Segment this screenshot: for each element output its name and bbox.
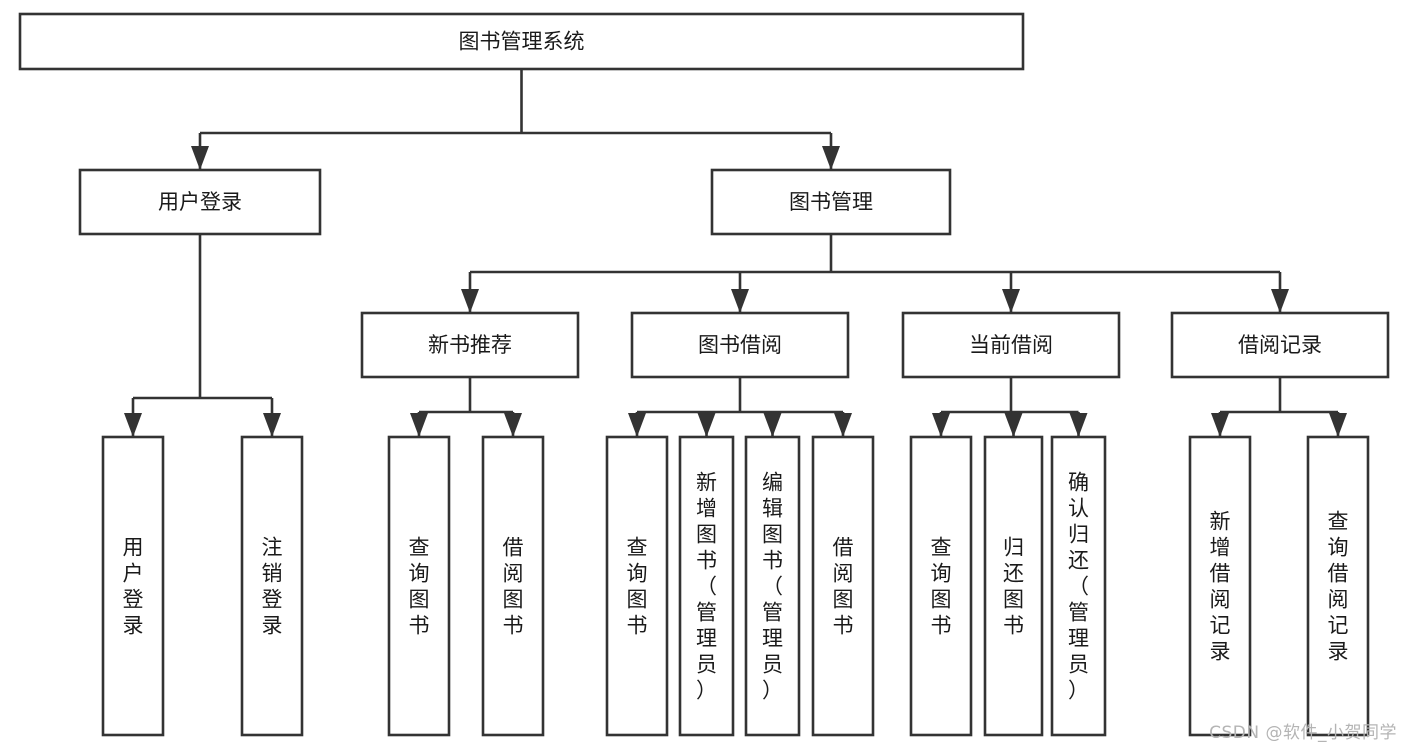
node-label: 用户登录: [123, 535, 144, 637]
node-label: 新增借阅记录: [1210, 509, 1231, 663]
node-leaf-query-record[interactable]: 查询借阅记录: [1306, 435, 1370, 737]
node-root[interactable]: 图书管理系统: [18, 12, 1025, 71]
node-label: 归还图书: [1003, 535, 1024, 637]
node-label: 查询借阅记录: [1328, 509, 1349, 663]
arrow-head-icon: [731, 289, 749, 313]
node-leaf-return-book[interactable]: 归还图书: [983, 435, 1044, 737]
arrow-head-icon: [191, 146, 209, 170]
node-label: 借阅图书: [833, 535, 854, 637]
arrow-head-icon: [504, 413, 522, 437]
arrow-head-icon: [763, 413, 782, 437]
node-book-manage[interactable]: 图书管理: [710, 168, 952, 236]
arrow-head-icon: [628, 413, 646, 437]
node-label: 用户登录: [158, 190, 242, 214]
node-box-outline: [909, 435, 973, 737]
node-box-outline: [811, 435, 875, 737]
node-label: 编辑图书（管理员）: [762, 470, 783, 702]
node-box-outline: [1188, 435, 1252, 737]
node-box-outline: [1050, 435, 1107, 737]
node-box-outline: [901, 311, 1121, 379]
arrow-head-icon: [1329, 413, 1347, 437]
node-box-outline: [1306, 435, 1370, 737]
arrow-head-icon: [1004, 413, 1023, 437]
node-label: 图书借阅: [698, 333, 782, 357]
node-label: 图书管理: [789, 190, 873, 214]
node-label: 查询图书: [409, 535, 430, 637]
node-label: 查询图书: [931, 535, 952, 637]
node-leaf-query-book-3[interactable]: 查询图书: [909, 435, 973, 737]
node-label: 新增图书（管理员）: [696, 470, 717, 702]
node-book-borrow[interactable]: 图书借阅: [630, 311, 850, 379]
node-box-outline: [630, 311, 850, 379]
node-box-outline: [1170, 311, 1390, 379]
arrow-head-icon: [410, 413, 428, 437]
node-label: 图书管理系统: [459, 30, 585, 54]
node-leaf-logout-login[interactable]: 注销登录: [240, 435, 304, 737]
node-leaf-add-record[interactable]: 新增借阅记录: [1188, 435, 1252, 737]
arrow-head-icon: [834, 413, 852, 437]
node-leaf-borrow-book-2[interactable]: 借阅图书: [811, 435, 875, 737]
node-box-outline: [387, 435, 451, 737]
connector-lines-layer: [124, 69, 1347, 437]
arrow-head-icon: [1211, 413, 1229, 437]
node-leaf-user-login[interactable]: 用户登录: [101, 435, 165, 737]
node-boxes-layer: 图书管理系统用户登录图书管理新书推荐图书借阅当前借阅借阅记录用户登录注销登录查询…: [18, 12, 1390, 737]
node-leaf-confirm-return[interactable]: 确认归还（管理员）: [1050, 435, 1107, 737]
node-box-outline: [18, 12, 1025, 71]
node-box-outline: [744, 435, 801, 737]
node-borrow-record[interactable]: 借阅记录: [1170, 311, 1390, 379]
node-label: 借阅图书: [503, 535, 524, 637]
node-leaf-query-book-1[interactable]: 查询图书: [387, 435, 451, 737]
node-label: 新书推荐: [428, 333, 512, 357]
node-box-outline: [983, 435, 1044, 737]
arrow-head-icon: [697, 413, 716, 437]
node-leaf-add-book[interactable]: 新增图书（管理员）: [678, 435, 735, 737]
node-box-outline: [101, 435, 165, 737]
arrow-head-icon: [822, 146, 840, 170]
node-user-login[interactable]: 用户登录: [78, 168, 322, 236]
node-label: 注销登录: [262, 535, 283, 637]
arrow-head-icon: [1069, 413, 1088, 437]
node-box-outline: [605, 435, 669, 737]
node-label: 确认归还（管理员）: [1068, 470, 1089, 702]
arrow-head-icon: [124, 413, 142, 437]
node-box-outline: [360, 311, 580, 379]
arrow-head-icon: [1271, 289, 1289, 313]
node-box-outline: [481, 435, 545, 737]
arrow-head-icon: [461, 289, 479, 313]
node-new-book-recommend[interactable]: 新书推荐: [360, 311, 580, 379]
node-leaf-query-book-2[interactable]: 查询图书: [605, 435, 669, 737]
arrow-head-icon: [1002, 289, 1020, 313]
csdn-watermark: CSDN @软件_小贺同学: [1209, 723, 1397, 743]
node-label: 借阅记录: [1238, 333, 1322, 357]
node-leaf-borrow-book-1[interactable]: 借阅图书: [481, 435, 545, 737]
arrow-head-icon: [263, 413, 281, 437]
node-box-outline: [710, 168, 952, 236]
arrow-head-icon: [932, 413, 950, 437]
node-label: 当前借阅: [969, 333, 1053, 357]
node-box-outline: [240, 435, 304, 737]
node-leaf-edit-book[interactable]: 编辑图书（管理员）: [744, 435, 801, 737]
node-current-borrow[interactable]: 当前借阅: [901, 311, 1121, 379]
node-label: 查询图书: [627, 535, 648, 637]
node-box-outline: [78, 168, 322, 236]
node-box-outline: [678, 435, 735, 737]
